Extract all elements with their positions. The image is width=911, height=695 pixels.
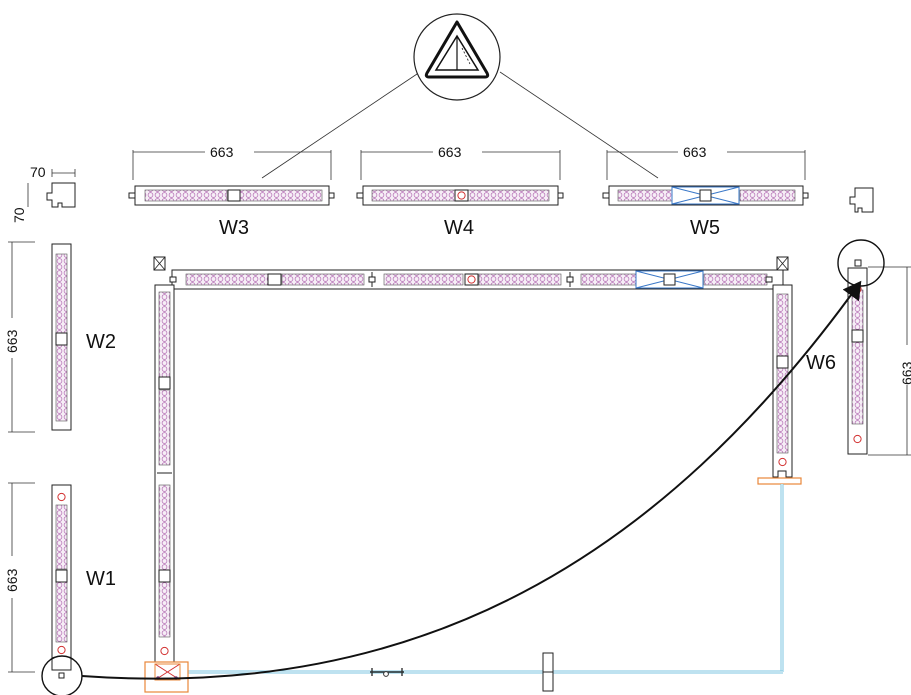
panel-w3: 663 W3 — [128, 144, 335, 239]
warning-triangle-icon — [424, 20, 490, 79]
panel-label-w4: W4 — [444, 217, 474, 239]
panel-label-w1: W1 — [86, 568, 116, 590]
profile-detail: 70 70 — [11, 164, 76, 223]
profile-end-cap — [849, 187, 874, 213]
assembly-arc — [41, 239, 885, 695]
glass-front — [144, 484, 784, 693]
panel-w1: 663 W1 — [4, 482, 116, 673]
w5-dim: 663 — [683, 144, 707, 160]
panel-w6: 663 W6 — [806, 266, 911, 456]
w6-dim: 663 — [899, 361, 911, 385]
w1-dim: 663 — [4, 568, 20, 592]
door-plate-left — [144, 661, 189, 693]
profile-height-dim: 70 — [11, 207, 27, 223]
profile-width-dim: 70 — [30, 164, 46, 180]
top-wall — [169, 269, 784, 290]
w2-dim: 663 — [4, 329, 20, 353]
warning-callout — [261, 13, 659, 179]
door-plate-right — [757, 477, 802, 485]
w3-dim: 663 — [210, 144, 234, 160]
panel-label-w3: W3 — [219, 217, 249, 239]
door-handle-icon — [370, 668, 404, 677]
panel-label-w5: W5 — [690, 217, 720, 239]
assembly-arrow — [81, 280, 862, 680]
panel-label-w6: W6 — [806, 352, 836, 374]
assembled-plan — [144, 256, 802, 693]
panel-w2: 663 W2 — [4, 241, 116, 433]
leader-line-w3 — [261, 71, 421, 179]
panel-label-w2: W2 — [86, 331, 116, 353]
left-wall — [154, 284, 175, 664]
panel-w4: 663 W4 — [356, 144, 564, 239]
w4-dim: 663 — [438, 144, 462, 160]
leader-line-w5 — [499, 71, 659, 179]
panel-w5: 663 W5 — [602, 144, 809, 239]
